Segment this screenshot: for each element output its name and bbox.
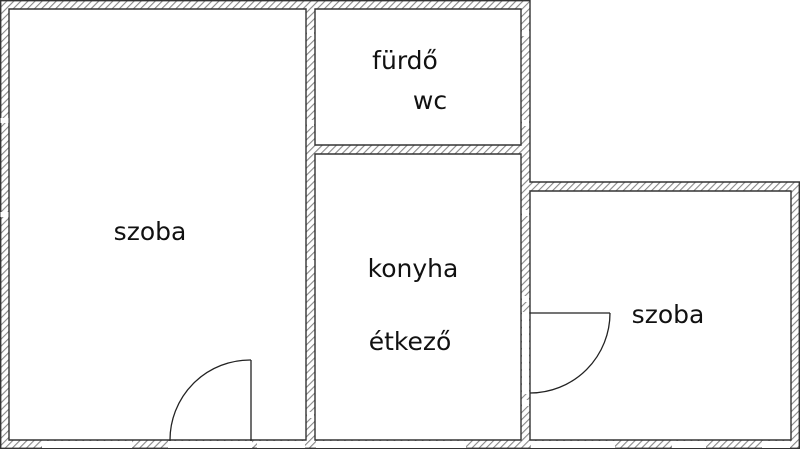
room-label-bathroom-wc: wc [413, 86, 447, 115]
opening-partition1-b [307, 120, 314, 126]
opening-partition2-a [522, 30, 529, 36]
wall-top-left [0, 0, 530, 9]
outline-room-bath [314, 8, 522, 146]
room-label-kitchen: konyha [368, 254, 459, 283]
opening-bottom-e [672, 441, 706, 448]
opening-bottom-d [531, 441, 615, 448]
opening-partition1-a [307, 30, 314, 36]
opening-partition2-b [522, 120, 529, 126]
room-label-kitchen-dining: étkező [369, 327, 452, 356]
opening-bottom-a [42, 441, 132, 448]
opening-partition2-e [522, 400, 529, 406]
wall-top-right [521, 182, 800, 191]
opening-partition1-d [307, 412, 314, 418]
opening-partition2-c [522, 210, 529, 216]
wall-partition-2 [521, 0, 530, 449]
wall-right [791, 182, 800, 449]
outline-room-right [529, 190, 792, 441]
opening-bottom-c [316, 441, 466, 448]
wall-partition-1 [306, 0, 315, 449]
opening-left-wall-top [0, 118, 9, 123]
door-gap-right-room [522, 312, 529, 394]
doors [168, 312, 611, 448]
opening-bottom-b [257, 441, 305, 448]
opening-partition2-d [522, 296, 529, 302]
door-swing-right-room [529, 312, 611, 394]
wall-bath-kitchen [306, 145, 530, 154]
outline-room-left [8, 8, 307, 441]
room-labels: szoba fürdő wc konyha étkező szoba [114, 46, 705, 356]
opening-partition1-c [307, 260, 314, 266]
wall-left [0, 0, 9, 449]
room-label-bedroom-left: szoba [114, 217, 187, 246]
wall-openings [0, 30, 790, 448]
room-label-bedroom-right: szoba [632, 300, 705, 329]
opening-bottom-f [762, 441, 790, 448]
door-gap-left-room [168, 441, 252, 448]
door-swing-left-room [169, 359, 252, 442]
outline-room-kitchen [314, 153, 522, 441]
opening-left-wall-bottom [0, 212, 9, 217]
room-label-bathroom: fürdő [372, 46, 438, 75]
